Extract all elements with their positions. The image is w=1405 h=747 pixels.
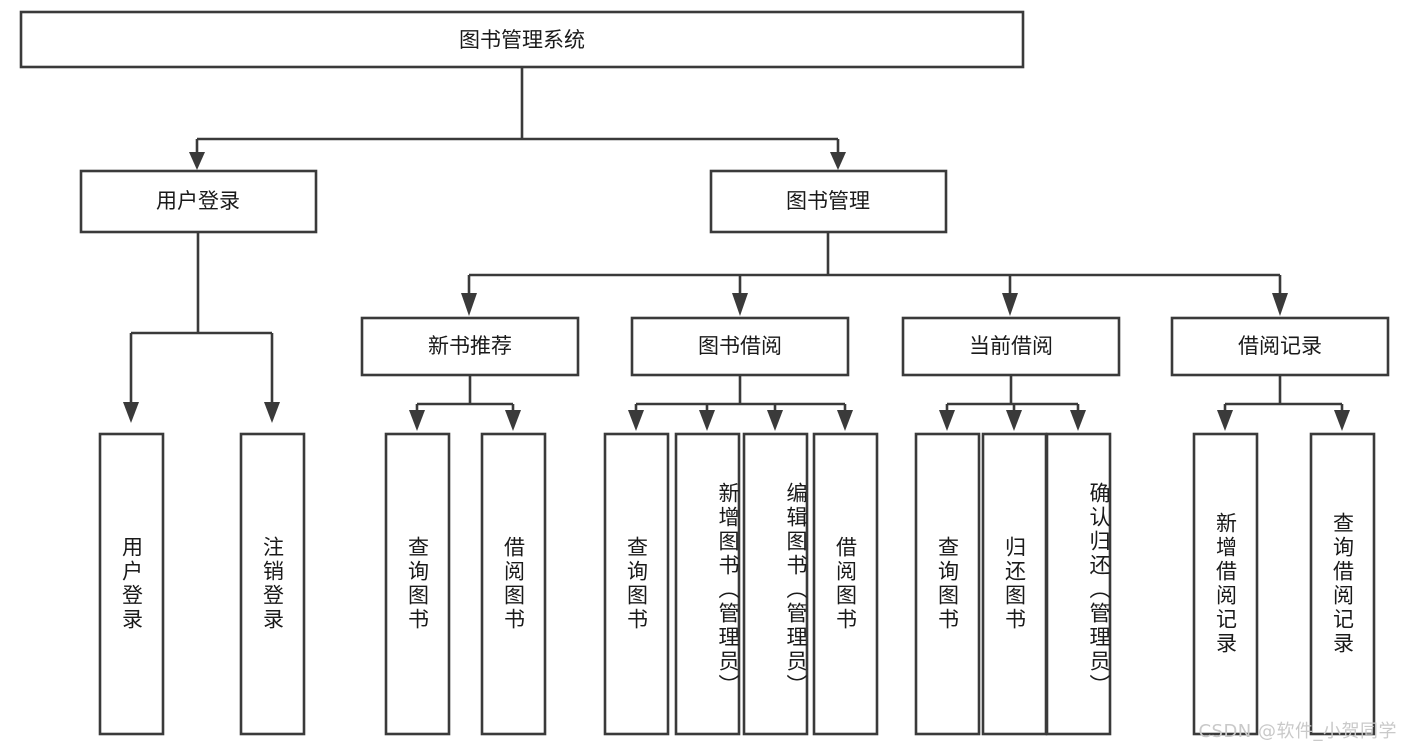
connector-book-management-to-level3: [461, 232, 1288, 316]
node-book-management[interactable]: 图书管理: [709, 169, 948, 234]
arrow-head-icon: [264, 402, 280, 423]
node-root-box[interactable]: [19, 10, 1025, 69]
connector-borrow-record-to-leaves: [1217, 375, 1350, 431]
leaf-box-query-book-1[interactable]: [384, 432, 451, 736]
node-user-login[interactable]: 用户登录: [79, 169, 318, 234]
watermark-text: CSDN @软件_小贺同学: [1198, 721, 1397, 742]
node-borrow-record[interactable]: 借阅记录: [1170, 316, 1390, 377]
leaf-box-return-book[interactable]: [981, 432, 1048, 736]
arrow-head-icon: [830, 152, 846, 170]
node-borrow-record-label: 借阅记录: [1238, 334, 1322, 358]
leaf-box-borrow-book-2[interactable]: [812, 432, 879, 736]
node-new-book-recommend-box[interactable]: [360, 316, 580, 377]
leaf-box-query-book-2[interactable]: [603, 432, 670, 736]
node-user-login-label: 用户登录: [156, 189, 240, 213]
node-new-book-recommend[interactable]: 新书推荐: [360, 316, 580, 377]
leaf-box-borrow-book-1[interactable]: [480, 432, 547, 736]
arrow-head-icon: [767, 410, 783, 431]
connector-user-login-to-leaves: [123, 232, 280, 423]
leaf-box-query-book-3[interactable]: [914, 432, 981, 736]
node-user-login-box[interactable]: [79, 169, 318, 234]
arrow-head-icon: [837, 410, 853, 431]
arrow-head-icon: [409, 410, 425, 431]
leaf-box-logout[interactable]: [239, 432, 306, 736]
arrow-head-icon: [1334, 410, 1350, 431]
arrow-head-icon: [699, 410, 715, 431]
leaf-box-add-book-admin[interactable]: [674, 432, 741, 736]
node-current-borrow[interactable]: 当前借阅: [901, 316, 1121, 377]
node-current-borrow-label: 当前借阅: [969, 334, 1053, 358]
connector-book-borrow-to-leaves: [628, 375, 853, 431]
arrow-head-icon: [1272, 293, 1288, 316]
arrow-head-icon: [505, 410, 521, 431]
leaf-box-add-borrow-record[interactable]: [1192, 432, 1259, 736]
connector-new-book-recommend-to-leaves: [409, 375, 521, 431]
node-book-management-label: 图书管理: [786, 189, 870, 213]
node-new-book-recommend-label: 新书推荐: [428, 334, 512, 358]
arrow-head-icon: [1002, 293, 1018, 316]
connector-root-to-level2: [189, 67, 846, 170]
leaf-box-query-borrow-record[interactable]: [1309, 432, 1376, 736]
node-root[interactable]: 图书管理系统: [19, 10, 1025, 69]
arrow-head-icon: [189, 152, 205, 170]
arrow-head-icon: [732, 293, 748, 316]
arrow-head-icon: [123, 402, 139, 423]
arrow-head-icon: [1217, 410, 1233, 431]
arrow-head-icon: [1070, 410, 1086, 431]
arrow-head-icon: [1006, 410, 1022, 431]
connector-current-borrow-to-leaves: [939, 375, 1086, 431]
arrow-head-icon: [628, 410, 644, 431]
node-book-borrow-label: 图书借阅: [698, 334, 782, 358]
arrow-head-icon: [939, 410, 955, 431]
node-root-label: 图书管理系统: [459, 28, 585, 52]
leaf-box-user-login[interactable]: [98, 432, 165, 736]
leaf-box-edit-book-admin[interactable]: [742, 432, 809, 736]
node-book-borrow[interactable]: 图书借阅: [630, 316, 850, 377]
node-current-borrow-box[interactable]: [901, 316, 1121, 377]
leaf-box-confirm-return-admin[interactable]: [1045, 432, 1112, 736]
arrow-head-icon: [461, 293, 477, 316]
